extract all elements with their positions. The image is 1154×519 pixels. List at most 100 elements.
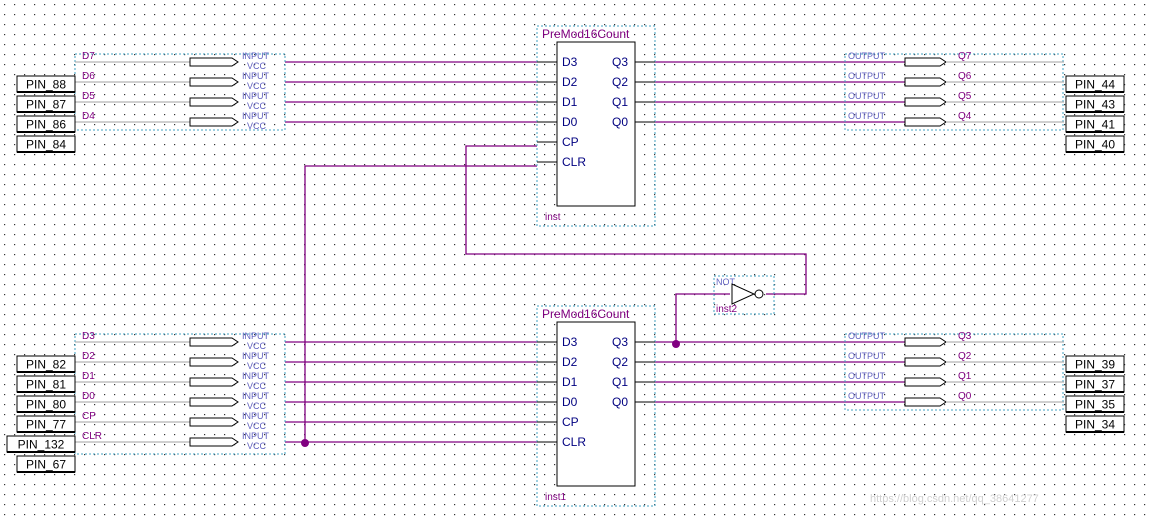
- net-label: Q0: [958, 391, 972, 402]
- output-symbol: [904, 377, 947, 387]
- pin-pin_81[interactable]: PIN_81: [16, 375, 76, 393]
- input-type-label: INPUT: [242, 351, 270, 361]
- output-symbol: [904, 77, 947, 87]
- output-q6[interactable]: OUTPUT Q6: [848, 71, 1064, 87]
- pin-pin_80[interactable]: PIN_80: [16, 395, 76, 413]
- output-q1[interactable]: OUTPUT Q1: [848, 371, 1064, 387]
- pin-pin_44[interactable]: PIN_44: [1065, 75, 1125, 93]
- pin-pin_40[interactable]: PIN_40: [1065, 135, 1125, 153]
- wire-clr-to-top: [304, 165, 537, 442]
- pin-pin_37[interactable]: PIN_37: [1065, 375, 1125, 393]
- not-type-label: NOT: [716, 277, 736, 287]
- input-type-label: INPUT: [242, 391, 270, 401]
- input-symbol: [189, 437, 239, 447]
- pin-pin_82[interactable]: PIN_82: [16, 355, 76, 373]
- output-type-label: OUTPUT: [848, 71, 886, 81]
- pin-pin_35[interactable]: PIN_35: [1065, 395, 1125, 413]
- pin-pin_88[interactable]: PIN_88: [16, 75, 76, 93]
- pin-pin_132[interactable]: PIN_132: [6, 435, 76, 453]
- counter-title: PreMod16Count: [542, 307, 630, 321]
- output-symbol: [904, 117, 947, 127]
- input-symbol: [189, 77, 239, 87]
- input-symbol: [189, 417, 239, 427]
- net-label: D0: [82, 391, 95, 402]
- input-symbol: [189, 97, 239, 107]
- input-symbol: [189, 397, 239, 407]
- wire-q3-to-not: [675, 293, 730, 344]
- port-q2: Q2: [612, 75, 628, 89]
- port-d1: D1: [562, 375, 578, 389]
- not-gate-frame: [713, 275, 775, 315]
- pin-pin_39[interactable]: PIN_39: [1065, 355, 1125, 373]
- net-label: Q1: [958, 371, 972, 382]
- vcc-label: VCC: [247, 421, 267, 431]
- input-type-label: INPUT: [242, 91, 270, 101]
- pin-pin_77[interactable]: PIN_77: [16, 415, 76, 433]
- pin-label: PIN_82: [26, 358, 66, 372]
- output-type-label: OUTPUT: [848, 371, 886, 381]
- pin-pin_43[interactable]: PIN_43: [1065, 95, 1125, 113]
- instance-label: inst: [545, 212, 561, 223]
- net-label: D6: [82, 71, 95, 82]
- vcc-label: VCC: [247, 81, 267, 91]
- input-type-label: INPUT: [242, 411, 270, 421]
- vcc-label: VCC: [247, 381, 267, 391]
- port-q2: Q2: [612, 355, 628, 369]
- pin-pin_41[interactable]: PIN_41: [1065, 115, 1125, 133]
- pin-pin_34[interactable]: PIN_34: [1065, 415, 1125, 433]
- input-type-label: INPUT: [242, 431, 270, 441]
- vcc-label: VCC: [247, 361, 267, 371]
- wire-not-to-cp: [465, 145, 807, 295]
- net-label: Q6: [958, 71, 972, 82]
- pin-pin_86[interactable]: PIN_86: [16, 115, 76, 133]
- pin-label: PIN_35: [1075, 398, 1115, 412]
- output-type-label: OUTPUT: [848, 391, 886, 401]
- net-label: Q3: [958, 331, 972, 342]
- net-label: CP: [82, 411, 96, 422]
- port-d3: D3: [562, 335, 578, 349]
- vcc-label: VCC: [247, 121, 267, 131]
- port-d0: D0: [562, 395, 578, 409]
- output-symbol: [904, 57, 947, 67]
- net-label: Q2: [958, 351, 972, 362]
- input-symbol: [189, 117, 239, 127]
- vcc-label: VCC: [247, 101, 267, 111]
- output-type-label: OUTPUT: [848, 51, 886, 61]
- vcc-label: VCC: [247, 61, 267, 71]
- port-cp: CP: [562, 135, 579, 149]
- port-d2: D2: [562, 355, 578, 369]
- port-clr: CLR: [562, 155, 586, 169]
- pin-pin_67[interactable]: PIN_67: [16, 455, 76, 473]
- pin-label: PIN_80: [26, 398, 66, 412]
- output-q0[interactable]: OUTPUT Q0: [848, 391, 1064, 407]
- pin-label: PIN_88: [26, 78, 66, 92]
- pin-pin_84[interactable]: PIN_84: [16, 135, 76, 153]
- watermark: https://blog.csdn.net/qq_38641277: [870, 493, 1039, 505]
- pin-label: PIN_41: [1075, 118, 1115, 132]
- junction-clr: [301, 439, 309, 447]
- port-clr: CLR: [562, 435, 586, 449]
- vcc-label: VCC: [247, 441, 267, 451]
- pin-pin_87[interactable]: PIN_87: [16, 95, 76, 113]
- counter-body: [556, 41, 636, 207]
- input-symbol: [189, 57, 239, 67]
